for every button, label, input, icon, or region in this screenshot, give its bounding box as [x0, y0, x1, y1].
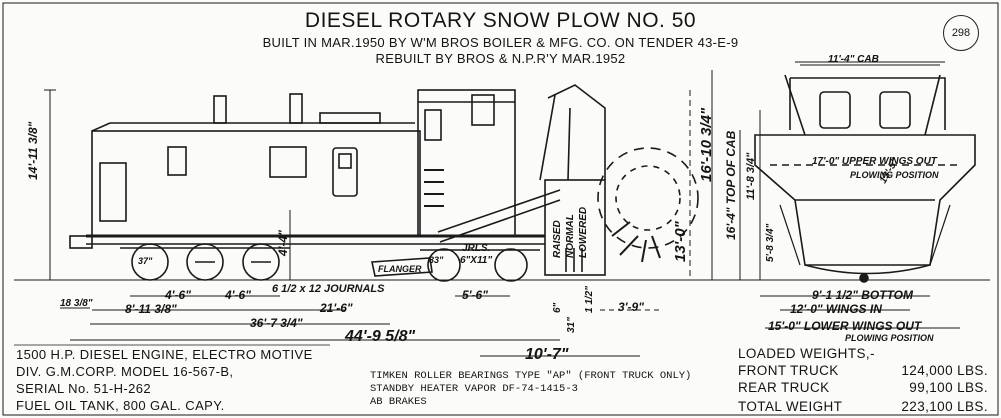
- upper-wings-label: 17'-0" UPPER WINGS OUT: [812, 156, 937, 167]
- top-of-cab-label: 16'-4" TOP OF CAB: [724, 130, 738, 240]
- loaded-weights: LOADED WEIGHTS,- FRONT TRUCK 124,000 LBS…: [738, 345, 988, 415]
- blade-lowered-label: LOWERED: [578, 206, 589, 258]
- equipment-notes: TIMKEN ROLLER BEARINGS TYPE "AP" (FRONT …: [370, 370, 691, 409]
- exhaust-stack: [289, 93, 303, 124]
- flanger: [371, 257, 433, 277]
- cab-width-label: 11'-4" CAB: [828, 54, 879, 65]
- end-elevation: [754, 61, 976, 329]
- rear-truck-label: REAR TRUCK: [738, 380, 830, 395]
- side-window: [167, 146, 187, 176]
- lower-wings-label: 15'-0" LOWER WINGS OUT: [768, 319, 922, 333]
- equipment-note-line: STANDBY HEATER VAPOR DF-74-1415-3: [370, 383, 578, 395]
- exhaust-stack: [213, 95, 227, 124]
- wheel: [427, 248, 461, 282]
- side-window: [269, 146, 307, 178]
- blade-normal-label: NORMAL: [565, 214, 576, 258]
- dim-5-6: 5'-6": [462, 288, 488, 302]
- engine-note-line: SERIAL No. 51-H-262: [16, 381, 152, 396]
- dim-13-0: 13'-0": [672, 221, 689, 262]
- weights-heading: LOADED WEIGHTS,-: [738, 346, 875, 361]
- engine-note-line: FUEL OIL TANK, 800 GAL. CAPY.: [16, 398, 225, 413]
- dim-4-6-a: 4'-6": [165, 288, 191, 302]
- jrls-label: JRLS.: [462, 243, 491, 254]
- plowing-position-upper: PLOWING POSITION: [850, 170, 939, 180]
- bottom-label: 9'-1 1/2" BOTTOM: [812, 288, 914, 302]
- built-note: BUILT IN MAR.1950 BY W'M BROS BOILER & M…: [262, 35, 739, 50]
- dim-11-8: 11'-8 3/4": [745, 152, 757, 200]
- equipment-note-line: TIMKEN ROLLER BEARINGS TYPE "AP" (FRONT …: [370, 370, 692, 382]
- dim-5-8: 5'-8 3/4": [765, 223, 776, 262]
- dim-16-10: 16'-10 3/4": [698, 107, 715, 182]
- sheet-number-badge: 298: [943, 15, 979, 51]
- wheel: [242, 243, 280, 281]
- plowing-position-lower: PLOWING POSITION: [845, 333, 934, 343]
- rear-door: [99, 162, 127, 222]
- side-elevation: [69, 84, 699, 282]
- rear-truck-row: REAR TRUCK 99,100 LBS.: [738, 379, 988, 396]
- flanger-label: FLANGER: [378, 264, 422, 274]
- cab-window: [819, 91, 851, 129]
- dim-44-9: 44'-9 5/8": [345, 328, 416, 345]
- total-weight-row: TOTAL WEIGHT 223,100 LBS.: [738, 398, 988, 415]
- dim-21-6: 21'-6": [320, 301, 353, 315]
- dim-36-7: 36'-7 3/4": [250, 316, 303, 330]
- wings-in-label: 12'-0" WINGS IN: [790, 302, 882, 316]
- rear-truck-value: 99,100 LBS.: [909, 380, 988, 395]
- dim-1-half: 1 1/2": [584, 286, 595, 313]
- front-truck-label: FRONT TRUCK: [738, 363, 839, 378]
- journals-label: 6 1/2 x 12 JOURNALS: [272, 283, 385, 295]
- wheel-37-label: 37": [138, 256, 153, 266]
- total-weight-label: TOTAL WEIGHT: [738, 399, 843, 414]
- dim-3-9: 3'-9": [618, 300, 644, 314]
- rail-head: [859, 273, 869, 283]
- cab-window: [879, 91, 911, 129]
- dim-8-11: 8'-11 3/8": [125, 302, 177, 316]
- total-weight-value: 223,100 LBS.: [901, 399, 988, 414]
- wheel: [186, 243, 224, 281]
- dim-18: 18 3/8": [60, 298, 93, 309]
- front-truck-value: 124,000 LBS.: [901, 363, 988, 378]
- cab-window: [471, 94, 495, 126]
- door: [332, 147, 358, 197]
- front-truck-row: FRONT TRUCK 124,000 LBS.: [738, 362, 988, 379]
- engine-note-line: 1500 H.P. DIESEL ENGINE, ELECTRO MOTIVE: [16, 347, 313, 362]
- wheel: [131, 243, 169, 281]
- overall-height-label: 14'-11 3/8": [26, 121, 40, 180]
- dim-4-4: 4'-4": [276, 230, 290, 256]
- cab: [417, 89, 516, 237]
- engine-note-line: DIV. G.M.CORP. MODEL 16-567-B,: [16, 364, 234, 379]
- equipment-note-line: AB BRAKES: [370, 396, 427, 408]
- plow-housing: [544, 179, 606, 276]
- dim-10-7: 10'-7": [525, 346, 569, 363]
- rotary-wheel: [597, 147, 699, 249]
- rebuilt-note: REBUILT BY BROS & N.P.R'Y MAR.1952: [375, 51, 626, 66]
- drawing-title: DIESEL ROTARY SNOW PLOW NO. 50: [304, 9, 697, 32]
- dim-4-6-b: 4'-6": [225, 288, 251, 302]
- wheel: [494, 248, 528, 282]
- dim-31: 31": [566, 317, 577, 333]
- coupler: [69, 235, 93, 249]
- blade-raised-label: RAISED: [552, 220, 563, 258]
- dim-6-small: 6": [552, 302, 563, 313]
- side-dimensions: [44, 70, 741, 357]
- carbody: [91, 130, 421, 237]
- wheel-33-label: 33": [429, 255, 444, 265]
- engine-notes: 1500 H.P. DIESEL ENGINE, ELECTRO MOTIVE …: [16, 346, 313, 414]
- jrls-size: 6"X11": [460, 255, 493, 266]
